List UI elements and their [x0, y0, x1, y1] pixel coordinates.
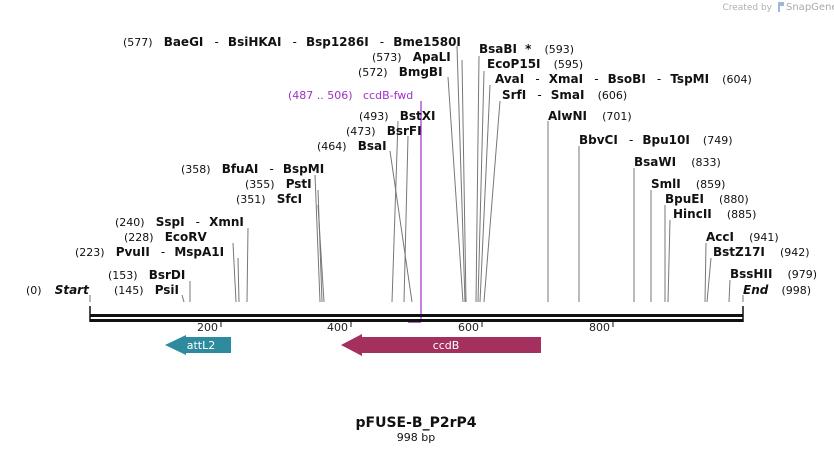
snapgene-logo-icon [778, 2, 784, 12]
site-label-sfci[interactable]: (351) SfcI [236, 188, 302, 207]
site-label-bsawi[interactable]: BsaWI (833) [634, 151, 721, 170]
feature-attl2[interactable]: attL2 [165, 335, 231, 355]
primer-range: (487 .. 506) [288, 89, 353, 102]
created-by-text: Created by [722, 3, 772, 13]
site-label-hincii[interactable]: HincII (885) [673, 203, 756, 222]
tick-label-600: 600 [458, 321, 479, 334]
primer-name: ccdB-fwd [363, 89, 413, 102]
plasmid-size: 998 bp [397, 431, 435, 444]
site-label-bsrfi[interactable]: (473) BsrFI [346, 120, 422, 139]
feature-attl2-label: attL2 [187, 339, 216, 352]
site-label-srfi-group[interactable]: SrfI - SmaI (606) [502, 84, 627, 103]
leader-lines [89, 45, 744, 303]
tick-label-800: 800 [589, 321, 610, 334]
site-label-acci[interactable]: AccI (941) [706, 226, 779, 245]
site-label-bbvci-group[interactable]: BbvCI - Bpu10I (749) [579, 129, 733, 148]
site-label-bsai[interactable]: (464) BsaI [317, 135, 387, 154]
site-label-bfuai-group[interactable]: (358) BfuAI - BspMI [181, 158, 324, 177]
app-name: SnapGene [786, 2, 834, 13]
site-label-bstxi[interactable]: (493) BstXI [359, 105, 435, 124]
site-label-bsshii[interactable]: BssHII (979) [730, 263, 817, 282]
start-label: (0) Start [26, 279, 90, 298]
tick-label-400: 400 [327, 321, 348, 334]
site-label-bsrdi[interactable]: (153) BsrDI [108, 264, 185, 283]
primer-ccdb-fwd[interactable]: (487 .. 506) ccdB-fwd [288, 89, 422, 323]
plasmid-name: pFUSE-B_P2rP4 [356, 415, 477, 431]
site-label-bsabi[interactable]: BsaBI * (593) [479, 38, 574, 57]
site-label-psti[interactable]: (355) PstI [245, 173, 312, 192]
feature-ccdb-label: ccdB [433, 339, 460, 352]
snapgene-branding: Created by SnapGene [722, 2, 834, 13]
tick-label-200: 200 [197, 321, 218, 334]
feature-ccdb[interactable]: ccdB [341, 334, 541, 356]
site-label-bmgbi[interactable]: (572) BmgBI [358, 61, 443, 80]
dna-backbone [89, 306, 744, 322]
site-label-ecorv[interactable]: (228) EcoRV [124, 226, 207, 245]
site-label-psii[interactable]: (145) PsiI [114, 279, 179, 298]
site-label-smli[interactable]: SmlI (859) [651, 173, 725, 192]
site-label-sspi-group[interactable]: (240) SspI - XmnI [115, 211, 244, 230]
end-label: End (998) [743, 279, 811, 298]
site-label-alwni[interactable]: AlwNI (701) [548, 105, 632, 124]
site-label-avai-group[interactable]: AvaI - XmaI - BsoBI - TspMI (604) [495, 68, 752, 87]
site-label-apali[interactable]: (573) ApaLI [372, 46, 451, 65]
site-labels: (577) BaeGI - BsiHKAI - Bsp1286I - Bme15… [26, 31, 817, 298]
site-label-ecop15i[interactable]: EcoP15I (595) [487, 53, 583, 72]
site-label-pvuii-group[interactable]: (223) PvuII - MspA1I [75, 241, 224, 260]
site-label-bpuei[interactable]: BpuEI (880) [665, 188, 749, 207]
site-label-bstz17i[interactable]: BstZ17I (942) [713, 241, 810, 260]
site-label-baegi-group[interactable]: (577) BaeGI - BsiHKAI - Bsp1286I - Bme15… [123, 31, 461, 50]
ruler: 200 400 600 800 [197, 321, 614, 334]
